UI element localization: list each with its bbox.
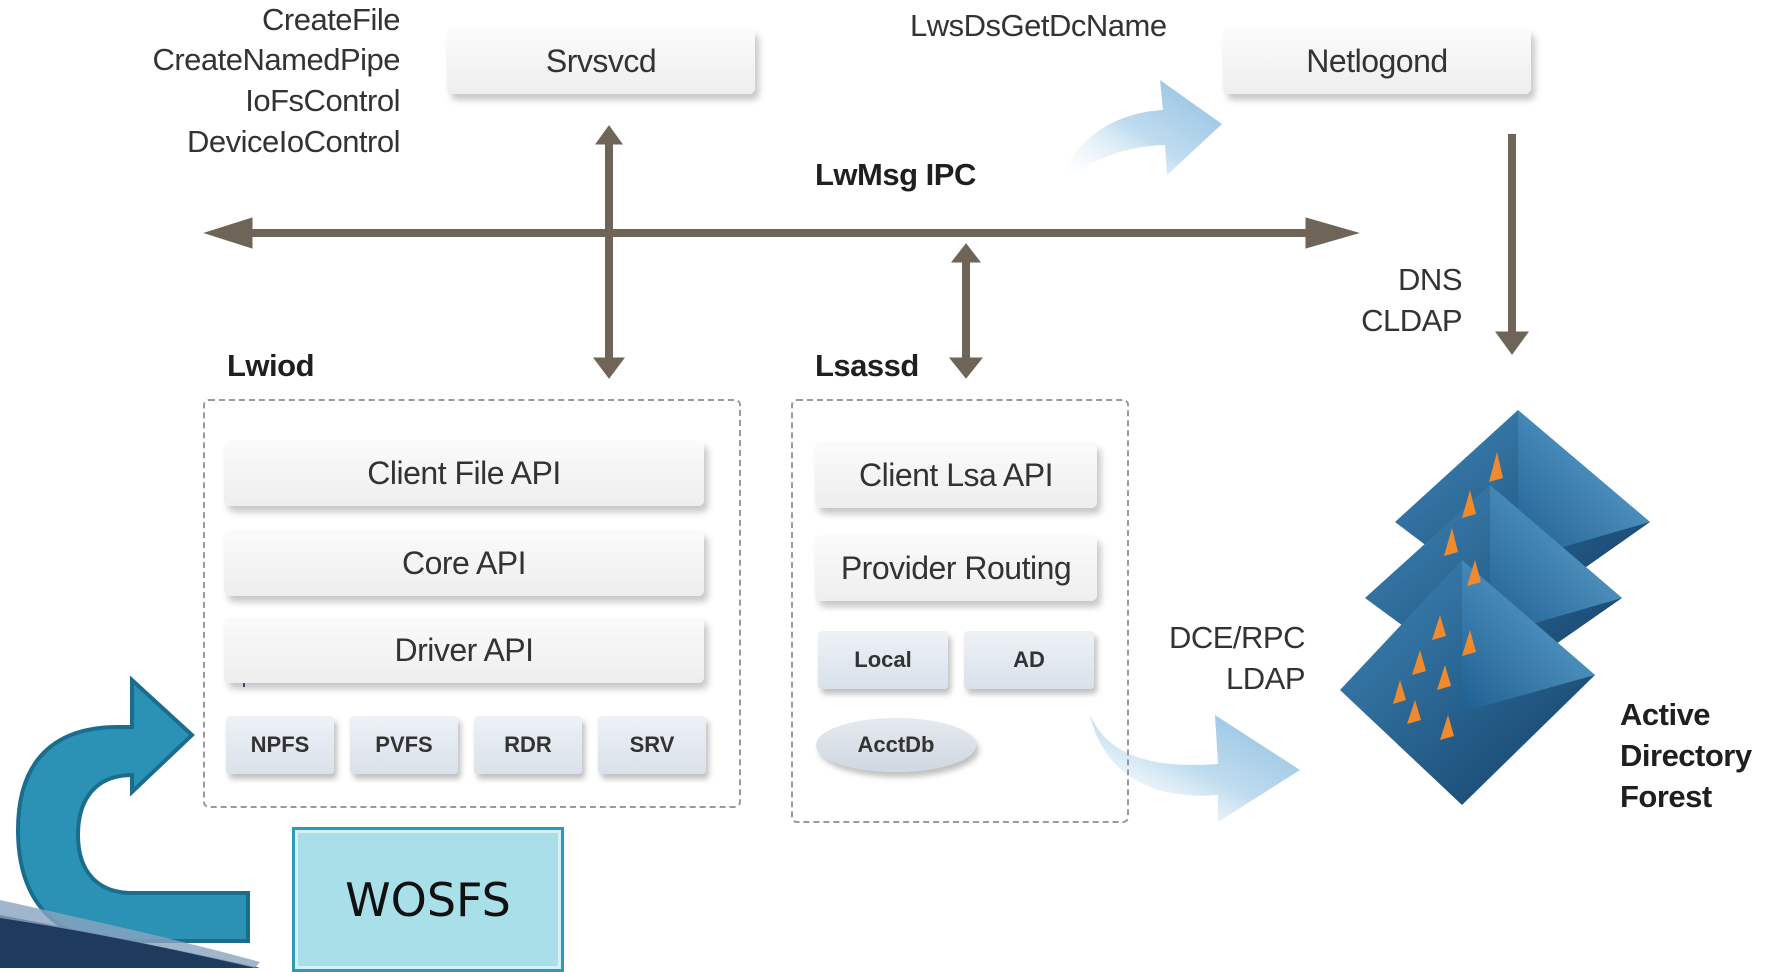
driver-npfs[interactable]: NPFS [226,716,334,774]
acctdb-store[interactable]: AcctDb [816,718,976,772]
driver-rdr-label: RDR [504,732,552,757]
srvsvcd-lwiod-arrow [593,125,625,379]
forest-label-forest: Forest [1620,779,1712,814]
driver-pvfs-label: PVFS [375,732,433,757]
driver-api-layer[interactable]: Driver API [224,617,704,683]
provider-routing-label: Provider Routing [840,549,1072,586]
provider-local[interactable]: Local [818,631,948,689]
client-file-api-layer[interactable]: Client File API [224,440,704,506]
lwiod-container [203,399,741,808]
forest-pyramids-icon [1340,410,1650,805]
call-deviceiocontrol: DeviceIoControl [186,124,401,159]
provider-local-label: Local [854,647,912,672]
lsa-to-forest-sweep [1090,715,1300,822]
wosfs-label: WOSFS [345,872,511,927]
forest-label-active: Active [1620,697,1711,732]
wosfs-box[interactable]: WOSFS [292,827,564,972]
driver-srv-label: SRV [629,732,675,757]
driver-npfs-label: NPFS [250,732,310,757]
lsassd-title: Lsassd [815,348,919,383]
call-createfile: CreateFile [262,2,401,37]
lwiod-title: Lwiod [227,348,315,383]
ldap-label: LDAP [1226,661,1305,696]
core-api-layer[interactable]: Core API [224,530,704,596]
core-api-label: Core API [401,544,527,581]
client-lsa-api-label: Client Lsa API [859,456,1054,493]
driver-rdr[interactable]: RDR [474,716,582,774]
dce-rpc-label: DCE/RPC [1168,620,1306,655]
client-file-api-label: Client File API [367,454,561,491]
ipc-label: LwMsg IPC [815,157,976,192]
driver-pvfs[interactable]: PVFS [350,716,458,774]
srvsvcd-label: Srvsvcd [545,42,657,79]
srvsvcd-box[interactable]: Srvsvcd [447,28,755,94]
client-lsa-api-layer[interactable]: Client Lsa API [815,442,1097,508]
provider-ad-label: AD [1013,647,1045,672]
forest-label-directory: Directory [1620,738,1752,773]
provider-routing-layer[interactable]: Provider Routing [815,535,1097,601]
ipc-bus-arrow [203,217,1360,249]
netlogond-label: Netlogond [1306,42,1448,79]
call-createnamedpipe: CreateNamedPipe [152,42,400,77]
dns-label: DNS [1398,262,1462,297]
ipc-lsassd-arrow [948,243,984,379]
lsassd-container [791,399,1129,823]
driver-api-label: Driver API [394,631,534,668]
call-iofscontrol: IoFsControl [245,83,400,118]
cldap-label: CLDAP [1361,303,1462,338]
provider-ad[interactable]: AD [964,631,1094,689]
lsa-to-netlogond-sweep [1058,80,1222,185]
netlogond-box[interactable]: Netlogond [1223,28,1531,94]
acctdb-label: AcctDb [857,732,935,757]
lws-call-label: LwsDsGetDcName [910,8,1167,43]
netlogond-forest-arrow [1495,134,1529,355]
wosfs-callout-arrow [15,675,250,943]
driver-srv[interactable]: SRV [598,716,706,774]
